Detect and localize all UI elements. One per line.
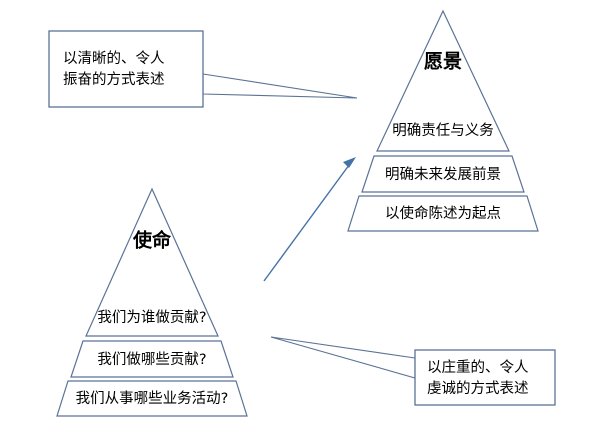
- vision-pyramid-band-label-2: 明确未来发展前景: [385, 166, 501, 183]
- mission-pyramid-band-1: [70, 340, 234, 378]
- vision-pyramid-band-1: [361, 155, 525, 193]
- vision-callout-tail: [202, 73, 358, 99]
- vision-callout-line-1: 以清晰的、令人: [63, 50, 165, 67]
- vision-callout-line-2: 振奋的方式表述: [63, 71, 165, 88]
- mission-pyramid-apex-section: [85, 187, 219, 337]
- vision-pyramid: 愿景 明确责任与义务 明确未来发展前景 以使命陈述为起点: [347, 9, 539, 232]
- mission-pyramid-band-label-3: 我们从事哪些业务活动?: [76, 390, 229, 407]
- mission-to-vision-arrow-line: [263, 160, 353, 282]
- vision-callout: 以清晰的、令人 振奋的方式表述: [48, 30, 358, 108]
- mission-callout-tail: [270, 336, 416, 379]
- mission-callout-line-2: 虔诚的方式表述: [427, 380, 529, 397]
- vision-pyramid-apex-section: [376, 9, 510, 152]
- mission-pyramid-band-label-2: 我们做哪些贡献?: [97, 351, 206, 368]
- mission-pyramid-band-2: [56, 380, 248, 417]
- vision-pyramid-title: 愿景: [424, 51, 462, 73]
- mission-pyramid: 使命 我们为谁做贡献? 我们做哪些贡献? 我们从事哪些业务活动?: [56, 187, 248, 417]
- mission-callout-line-1: 以庄重的、令人: [427, 358, 529, 376]
- mission-pyramid-band-label-1: 我们为谁做贡献?: [97, 309, 206, 326]
- mission-to-vision-arrow: [263, 157, 356, 282]
- mission-to-vision-arrow-head: [343, 157, 356, 168]
- mission-callout: 以庄重的、令人 虔诚的方式表述: [270, 336, 556, 406]
- mission-callout-box: [414, 349, 556, 406]
- vision-pyramid-band-label-1: 明确责任与义务: [392, 122, 494, 139]
- vision-pyramid-band-label-3: 以使命陈述为起点: [385, 204, 501, 222]
- vision-callout-box: [48, 30, 204, 108]
- mission-pyramid-title: 使命: [132, 229, 172, 252]
- vision-pyramid-band-2: [347, 195, 539, 232]
